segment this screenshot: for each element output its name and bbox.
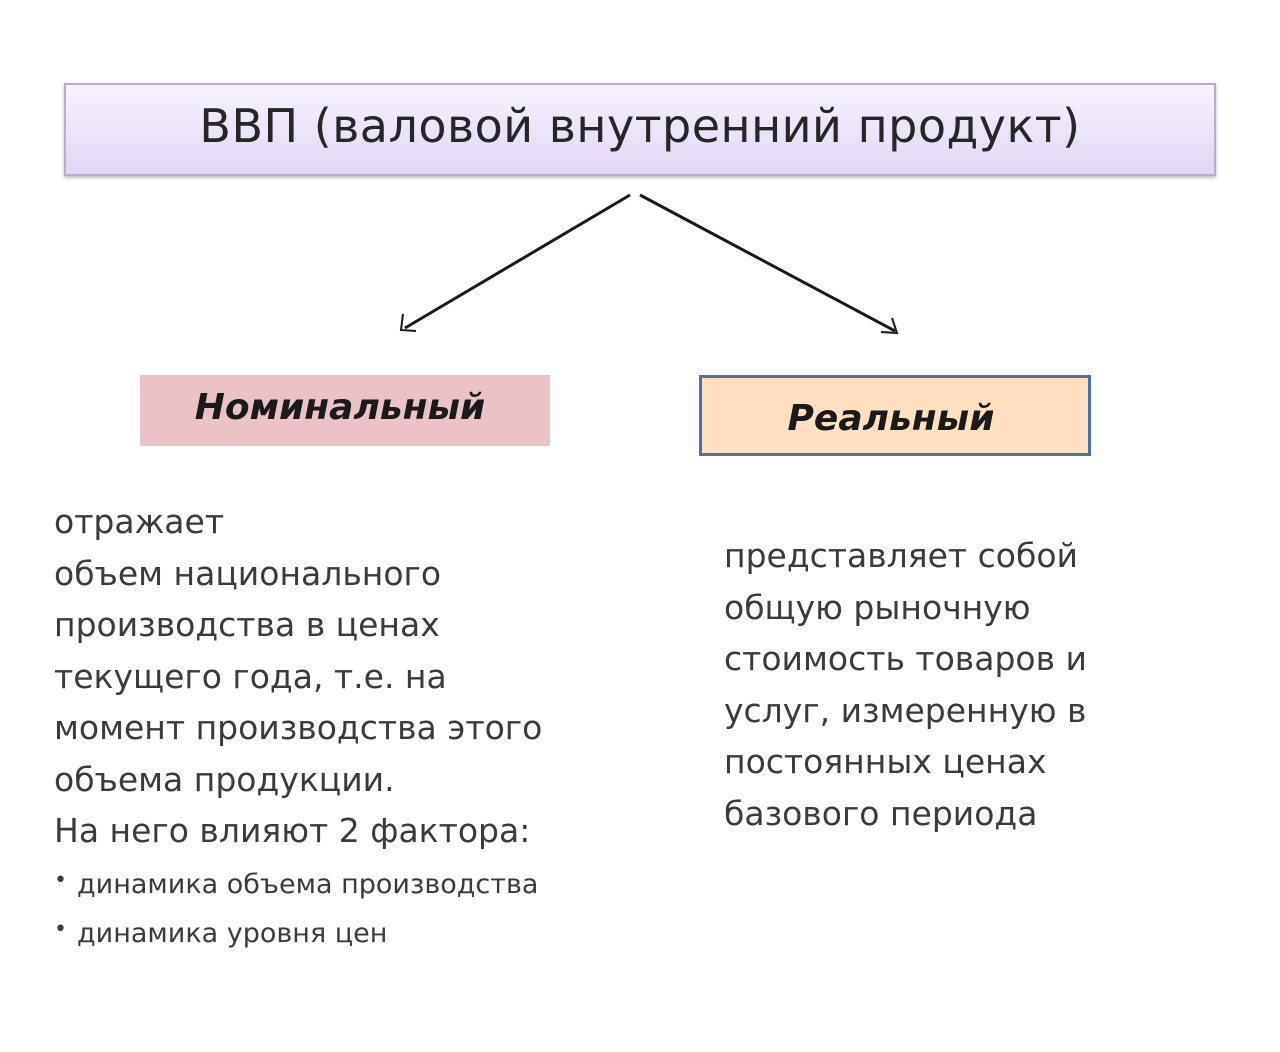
real-description-line: стоимость товаров и (724, 639, 1087, 678)
nominal-factors-list: • динамика объема производства • динамика … (54, 858, 538, 956)
real-description-line: услуг, измеренную в (724, 690, 1087, 730)
factor-text: динамика объема производства (76, 869, 539, 900)
arrow-head-right-icon (880, 317, 899, 335)
title-box: ВВП (валовой внутренний продукт) (64, 83, 1216, 176)
branch-nominal-label: Номинальный (194, 387, 486, 428)
factor-text: динамика уровня цен (76, 918, 388, 949)
bullet-dot-icon: • (54, 917, 67, 942)
real-description-line: общую рыночную (724, 587, 1031, 627)
nominal-description-line: момент производства этого (54, 708, 543, 747)
nominal-description-line: производства в ценах (54, 605, 440, 644)
diagram-title: ВВП (валовой внутренний продукт) (199, 98, 1081, 153)
factor-item: • динамика уровня цен (54, 907, 538, 956)
real-description-line: постоянных ценах (724, 742, 1047, 781)
branch-real-label: Реальный (787, 398, 995, 439)
branch-real-box: Реальный (699, 375, 1091, 456)
nominal-description-line: текущего года, т.е. на (54, 656, 447, 696)
factor-item: • динамика объема производства (54, 858, 538, 907)
real-description: представляет собой общую рыночную стоимо… (724, 530, 1244, 839)
real-description-line: представляет собой (724, 536, 1078, 575)
branch-nominal-box: Номинальный (140, 375, 550, 446)
nominal-description-line: объем национального (54, 553, 442, 593)
nominal-description-line: отражает (54, 502, 225, 541)
nominal-description: отражает объем национального производств… (54, 496, 614, 857)
arrow-to-real (639, 193, 899, 335)
bullet-dot-icon: • (54, 868, 67, 893)
real-description-line: базового периода (724, 793, 1038, 833)
nominal-description-line: объема продукции. (54, 759, 395, 799)
arrow-to-nominal (399, 193, 631, 332)
nominal-description-line: На него влияют 2 фактора: (54, 811, 531, 850)
arrow-head-left-icon (399, 313, 417, 332)
